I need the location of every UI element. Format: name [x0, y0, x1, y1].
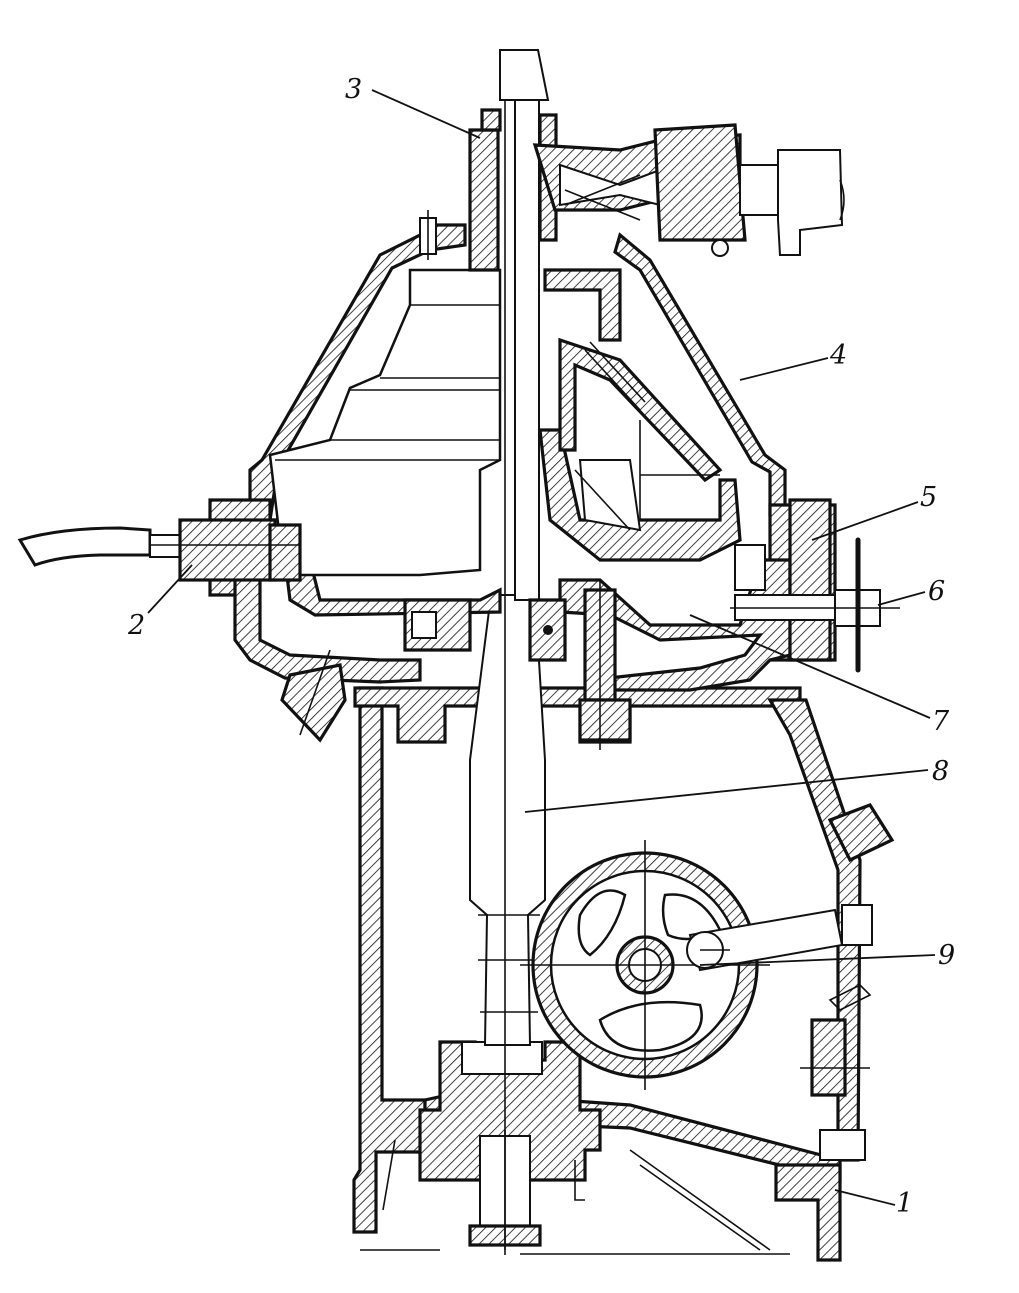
- worm-wheel: [520, 840, 770, 1090]
- top-feed-assembly: [468, 49, 845, 272]
- callout-6: 6: [928, 576, 946, 607]
- separator-bowl: [268, 268, 742, 577]
- frame-side-fittings: [800, 984, 872, 1161]
- callout-8: 8: [932, 756, 950, 787]
- callout-4: 4: [830, 340, 848, 371]
- callout-7: 7: [932, 706, 950, 737]
- bowl-stopper-handle: [730, 498, 900, 673]
- leader-lines: [147, 89, 936, 1206]
- brake-lever: [17, 518, 302, 582]
- callout-2: 2: [128, 610, 146, 641]
- worm-shaft: [686, 803, 895, 972]
- cover-flange-bolts: [403, 210, 632, 750]
- callout-1: 1: [896, 1188, 914, 1219]
- lower-bearing-housing: [418, 1040, 602, 1250]
- callout-9: 9: [938, 940, 956, 971]
- callout-5: 5: [920, 482, 938, 513]
- callout-3: 3: [345, 74, 363, 105]
